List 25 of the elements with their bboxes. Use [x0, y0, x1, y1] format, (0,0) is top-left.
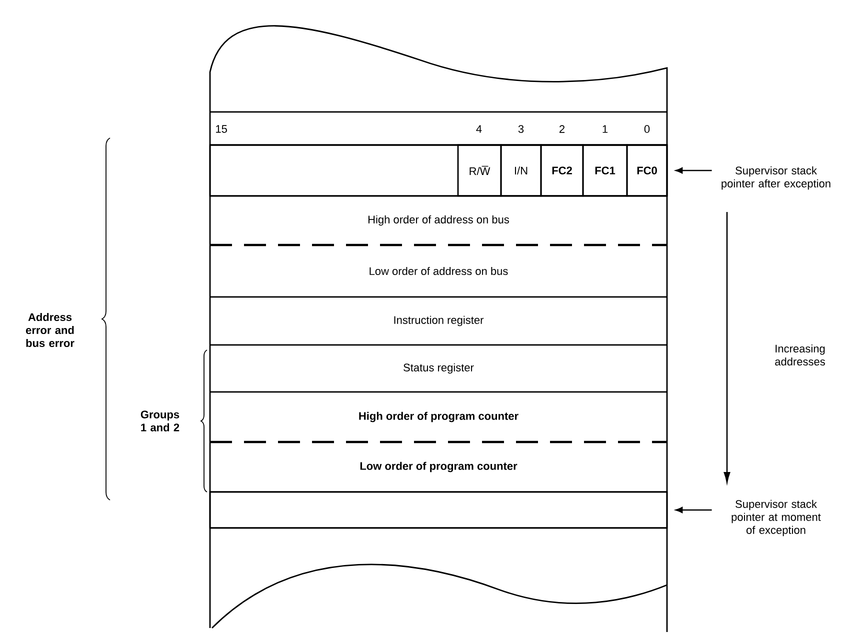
pointer-label: Supervisor stack pointer at moment of exception	[732, 500, 821, 536]
bit-number: 2	[560, 125, 565, 133]
bit-number: 1	[602, 125, 608, 133]
stack-row: Low order of program counter	[360, 462, 518, 472]
pointer-label: Supervisor stack pointer after exception	[722, 166, 830, 190]
bit-cell: FC1	[582, 144, 628, 197]
bit-cell: FC0	[626, 144, 668, 197]
stack-row: High order of address on bus	[368, 215, 509, 226]
bit-number: 3	[518, 125, 524, 133]
stack-row: Instruction register	[394, 316, 484, 326]
stack-row: Low order of address on bus	[370, 266, 508, 276]
bit-number: 15	[216, 125, 227, 133]
stack-row: Status register	[404, 363, 474, 374]
bit-cell: FC2	[540, 144, 584, 197]
bit-number: 0	[644, 125, 650, 133]
group-label: Address error and bus error	[26, 312, 74, 348]
bit-cell: R/W̅	[457, 144, 502, 197]
stack-row: High order of program counter	[359, 412, 518, 422]
bit-cell: I/N	[500, 144, 542, 197]
bit-number: 4	[476, 125, 482, 133]
pointer-arrow	[676, 506, 712, 514]
group-label: Groups 1 and 2	[140, 410, 180, 432]
stack-slot	[209, 491, 668, 529]
pointer-arrow	[676, 167, 712, 174]
direction-label: Increasing addresses	[775, 344, 825, 366]
